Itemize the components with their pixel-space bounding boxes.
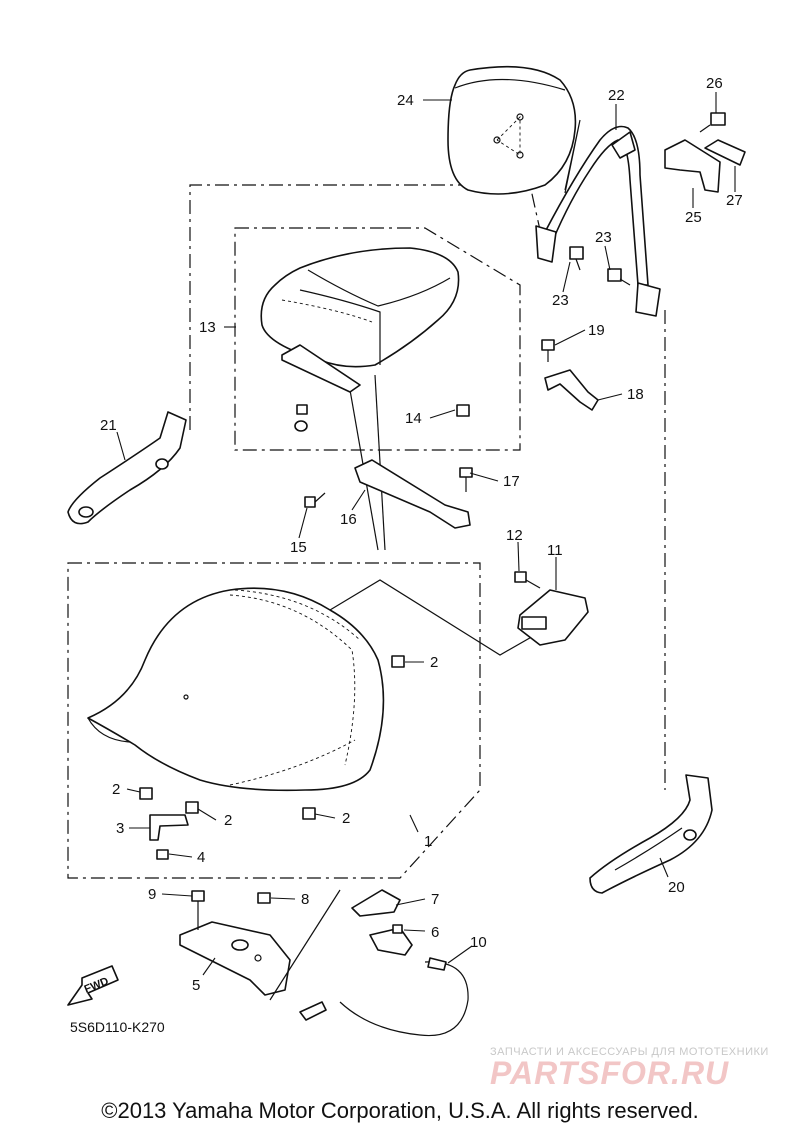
callout-7: 7: [431, 891, 439, 908]
rider-seat: [87, 587, 385, 792]
nut-8: [257, 892, 271, 904]
screw-12: [514, 571, 541, 589]
link-24-to-22: [564, 119, 581, 194]
callout-24: 24: [397, 92, 414, 109]
cover-11: [517, 589, 589, 646]
leader-lines: [116, 92, 736, 976]
group-13-outline: [234, 227, 521, 451]
clip-27: [704, 139, 746, 166]
nut-14: [456, 404, 470, 417]
bolt-17: [459, 467, 473, 492]
drawing-code: 5S6D110-K270: [70, 1019, 165, 1035]
callout-26: 26: [706, 75, 723, 92]
callout-11: 11: [547, 542, 563, 559]
callout-3: 3: [116, 820, 124, 837]
seat-bracket-16: [354, 459, 471, 529]
plate-5: [179, 921, 291, 996]
nut-2c: [185, 801, 199, 814]
link-13b: [374, 374, 386, 551]
bolt-26: [699, 112, 726, 133]
callout-2d: 2: [342, 810, 350, 827]
callout-18: 18: [627, 386, 644, 403]
watermark-tagline: ЗАПЧАСТИ И АКСЕССУАРЫ ДЛЯ МОТОТЕХНИКИ: [490, 1046, 769, 1058]
bracket-3: [149, 814, 189, 841]
callout-23a: 23: [552, 292, 569, 309]
callout-16: 16: [340, 511, 357, 528]
backrest-bar: [535, 125, 661, 317]
callout-8: 8: [301, 891, 309, 908]
callout-5: 5: [192, 977, 200, 994]
bracket-25: [664, 139, 721, 193]
link-1-to-11: [329, 579, 536, 656]
callout-2c: 2: [224, 812, 232, 829]
link-5-to-7: [269, 889, 341, 1001]
bolt-15: [304, 492, 326, 508]
nut-13-lower: [294, 404, 308, 432]
callout-17: 17: [503, 473, 520, 490]
callout-20: 20: [668, 879, 685, 896]
watermark-brand: PARTSFOR.RU: [490, 1055, 729, 1091]
copyright-notice: ©2013 Yamaha Motor Corporation, U.S.A. A…: [101, 1098, 699, 1123]
nut-2b: [139, 787, 153, 800]
callout-27: 27: [726, 192, 743, 209]
callout-4: 4: [197, 849, 205, 866]
nut-4: [156, 849, 169, 860]
group-1-outline: [67, 562, 481, 879]
backrest-pad: [447, 65, 577, 195]
callout-13: 13: [199, 319, 216, 336]
bolt-23a: [569, 246, 584, 271]
cable-10: [299, 957, 469, 1037]
callout-14: 14: [405, 410, 422, 427]
bolt-9: [191, 890, 205, 930]
callout-2a: 2: [430, 654, 438, 671]
callout-9: 9: [148, 886, 156, 903]
bracket-7: [351, 889, 401, 917]
link-21-to-22: [189, 184, 541, 430]
side-bracket-21: [67, 411, 187, 525]
bolt-19: [541, 339, 555, 362]
callout-23b: 23: [595, 229, 612, 246]
callout-21: 21: [100, 417, 117, 434]
lock-6: [369, 924, 413, 956]
callout-19: 19: [588, 322, 605, 339]
callout-1: 1: [424, 833, 432, 850]
callout-22: 22: [608, 87, 625, 104]
callout-12: 12: [506, 527, 523, 544]
bolt-23b: [607, 268, 631, 286]
bracket-18: [544, 369, 599, 411]
passenger-seat: [260, 247, 460, 393]
nut-2d: [302, 807, 316, 820]
nut-2a: [391, 655, 405, 668]
callout-15: 15: [290, 539, 307, 556]
callout-6: 6: [431, 924, 439, 941]
fwd-arrow-icon: FWD: [67, 965, 119, 1006]
callouts: 24 22 26 27 25 23 23 13 14 21 19 18 17 1…: [100, 75, 743, 994]
callout-25: 25: [685, 209, 702, 226]
side-bracket-20: [589, 774, 713, 894]
callout-10: 10: [470, 934, 487, 951]
callout-2b: 2: [112, 781, 120, 798]
